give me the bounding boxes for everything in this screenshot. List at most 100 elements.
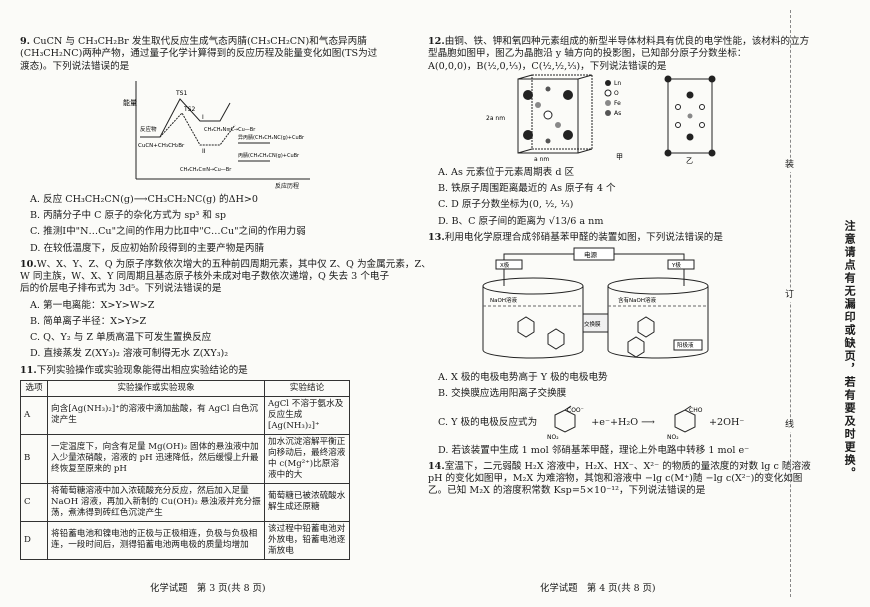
ts1-label: TS1 bbox=[175, 90, 187, 97]
crystal-cell-figure: 2a nm a nm Ln O Fe As 甲 乙 bbox=[486, 74, 716, 165]
question-text: 下列实验操作或实验现象能得出相应实验结论的是 bbox=[36, 364, 248, 376]
ii-label: II bbox=[202, 148, 206, 155]
reaction-energy-diagram: 能量 反应历程 反应物 CuCN+CH₃CH₂Br TS1 TS2 I II 异… bbox=[123, 80, 310, 190]
binding-char: 线 bbox=[785, 420, 795, 432]
option-text: C. Y 极的电极反应式为 bbox=[438, 416, 538, 428]
product-1-label: 丙腈(CH₃CH₂CN(g)+CuBr bbox=[238, 152, 300, 159]
legend-item: Fe bbox=[614, 100, 621, 107]
option-c: C. 推测Ⅰ中"N…Cu"之间的作用力比Ⅱ中"C…Cu"之间的作用力弱 bbox=[30, 226, 306, 238]
benzaldehyde-structure: CHO NO₂ bbox=[667, 405, 703, 441]
question-13: 13.利用电化学原理合成邻硝基苯甲醛的装置如图，下列说法错误的是 bbox=[428, 232, 773, 244]
binding-notice: 注意请点有无漏印或缺页，若有要及时更换。 bbox=[843, 220, 857, 480]
experiment-table: 选项 实验操作或实验现象 实验结论 A 向含[Ag(NH₃)₂]⁺的溶液中滴加盐… bbox=[20, 379, 350, 560]
table-row: C 将葡萄糖溶液中加入浓硫酸充分反应，然后加入足量 NaOH 溶液，再加入新制的… bbox=[20, 482, 350, 522]
carboxylate-group: COO⁻ bbox=[567, 407, 584, 414]
dimension-label: 2a nm bbox=[486, 115, 505, 122]
reactant-label: CuCN+CH₃CH₂Br bbox=[138, 143, 185, 149]
x-electrode-label: X极 bbox=[500, 261, 510, 269]
question-14: 14.室温下，二元弱酸 H₂X 溶液中，H₂X、HX⁻、X²⁻ 的物质的量浓度的… bbox=[428, 460, 811, 498]
table-cell: C bbox=[20, 482, 48, 522]
question-number: 10. bbox=[20, 258, 37, 270]
question-text: 乙。已知 M₂X 的溶度积常数 Ksp=5×10⁻¹²，下列说法错误的是 bbox=[428, 485, 706, 497]
option-c: C. D 原子分数坐标为(0, ½, ⅓) bbox=[438, 199, 574, 211]
table-cell: AgCl 不溶于氨水及反应生成[Ag(NH₃)₂]⁺ bbox=[264, 395, 350, 435]
aldehyde-group: CHO bbox=[689, 407, 703, 414]
binding-margin: 装 订 线 bbox=[785, 0, 870, 607]
binding-char: 装 bbox=[785, 160, 795, 172]
table-cell: A bbox=[20, 395, 48, 435]
table-row: B 一定温度下，向含有足量 Mg(OH)₂ 固体的悬浊液中加入少量浓硝酸，溶液的… bbox=[20, 433, 350, 484]
question-text: 利用电化学原理合成邻硝基苯甲醛的装置如图，下列说法错误的是 bbox=[444, 231, 723, 243]
dimension-label: a nm bbox=[534, 156, 549, 163]
x-axis-label: 反应历程 bbox=[275, 182, 299, 190]
option-a: A. 反应 CH₃CH₂CN(g)⟶CH₃CH₂NC(g) 的ΔH>0 bbox=[30, 193, 259, 205]
nitro-group: NO₂ bbox=[547, 434, 559, 441]
question-10: 10.W、X、Y、Z、Q 为原子序数依次增大的五种前四周期元素，其中仅 Z、Q … bbox=[20, 258, 431, 296]
table-cell: 该过程中铅蓄电池对外放电，铅蓄电池逐渐放电 bbox=[264, 520, 350, 560]
option-a: A. X 极的电极电势高于 Y 极的电极电势 bbox=[438, 372, 608, 384]
question-number: 9. bbox=[20, 36, 31, 47]
question-9: 9. CuCN 与 CH₃CH₂Br 发生取代反应生成气态丙腈(CH₃CH₂CN… bbox=[20, 36, 410, 73]
benzoate-structure: COO⁻ NO₂ bbox=[547, 405, 584, 441]
membrane-label: 交换膜 bbox=[584, 320, 601, 328]
i-label: I bbox=[202, 114, 204, 121]
question-number: 11. bbox=[20, 364, 37, 376]
anolyte-label: 阳极液 bbox=[677, 341, 694, 349]
table-cell: 将葡萄糖溶液中加入浓硫酸充分反应，然后加入足量 NaOH 溶液，再加入新制的 C… bbox=[47, 482, 265, 522]
option-d: D. B、C 原子间的距离为 √13/6 a nm bbox=[438, 215, 604, 227]
option-d: D. 直接蒸发 Z(XY₃)₂ 溶液可制得无水 Z(XY₃)₂ bbox=[30, 348, 229, 360]
table-cell: B bbox=[20, 433, 48, 484]
option-c: C. Q、Y₂ 与 Z 单质高温下可发生置换反应 bbox=[30, 332, 212, 344]
right-page: 12.由铜、铁、钾和氧四种元素组成的新型半导体材料具有优良的电学性能，该材料的立… bbox=[428, 36, 811, 500]
start-label: 反应物 bbox=[140, 125, 157, 133]
table-row: D 将铅蓄电池和镍电池的正极与正极相连，负极与负极相连，一段时间后，测得铅蓄电池… bbox=[20, 520, 350, 560]
intermediate-2-label: CH₃CH₂C≡N→Cu—Br bbox=[180, 167, 232, 173]
question-number: 14. bbox=[428, 460, 445, 472]
question-text: 室温下，二元弱酸 H₂X 溶液中，H₂X、HX⁻、X²⁻ 的物质的量浓度的对数 … bbox=[444, 460, 811, 472]
option-b: B. 丙腈分子中 C 原子的杂化方式为 sp³ 和 sp bbox=[30, 210, 227, 222]
power-label: 电源 bbox=[584, 250, 598, 259]
table-header-row: 选项 实验操作或实验现象 实验结论 bbox=[20, 379, 350, 397]
question-text: 型晶胞如图甲，图乙为晶胞沿 y 轴方向的投影图，已知部分原子分数坐标： bbox=[428, 48, 747, 60]
option-b: B. 交换膜应选用阳离子交换膜 bbox=[438, 388, 567, 400]
product-2-label: 异丙腈(CH₃CH₂NC(g)+CuBr bbox=[238, 134, 305, 141]
column-header: 实验结论 bbox=[264, 379, 350, 397]
right-solution-label: 含有NaOH溶液 bbox=[618, 296, 656, 304]
table-row: A 向含[Ag(NH₃)₂]⁺的溶液中滴加盐酸，有 AgCl 白色沉淀产生 Ag… bbox=[20, 395, 350, 435]
left-solution-label: NaOH溶液 bbox=[490, 296, 517, 304]
column-header: 实验操作或实验现象 bbox=[47, 379, 265, 397]
table-cell: 向含[Ag(NH₃)₂]⁺的溶液中滴加盐酸，有 AgCl 白色沉淀产生 bbox=[47, 395, 265, 435]
figure-caption: 乙 bbox=[686, 157, 693, 165]
question-number: 12. bbox=[428, 36, 445, 47]
question-text: 由铜、铁、钾和氧四种元素组成的新型半导体材料具有优良的电学性能，该材料的立方 bbox=[444, 36, 810, 47]
question-text: (CH₃CH₂NC)两种产物，通过量子化学计算得到的反应历程及能量变化如图(TS… bbox=[20, 48, 378, 60]
table-cell: 加水沉淀溶解平衡正向移动后，最终溶液中 c(Mg²⁺)比原溶液中的大 bbox=[264, 433, 350, 484]
page-footer-left: 化学试题 第 3 页(共 8 页) bbox=[150, 583, 266, 594]
question-text: CuCN 与 CH₃CH₂Br 发生取代反应生成气态丙腈(CH₃CH₂CN)和气… bbox=[33, 36, 367, 47]
option-b: B. 简单离子半径：X>Y>Z bbox=[30, 315, 147, 327]
option-a: A. 第一电离能：X>Y>W>Z bbox=[30, 299, 155, 311]
table-cell: 葡萄糖已被浓硫酸水解生成还原糖 bbox=[264, 482, 350, 522]
question-11: 11.下列实验操作或实验现象能得出相应实验结论的是 bbox=[20, 365, 410, 377]
option-a: A. As 元素位于元素周期表 d 区 bbox=[438, 166, 575, 178]
y-axis-label: 能量 bbox=[123, 98, 137, 107]
equation-end: +2OH⁻ bbox=[708, 416, 745, 428]
y-electrode-label: Y极 bbox=[671, 261, 681, 269]
binding-line bbox=[790, 10, 791, 597]
question-text: pH 的变化如图甲，M₂X 为难溶物，其饱和溶液中 −lg c(M⁺)随 −lg… bbox=[428, 473, 803, 485]
nitro-group: NO₂ bbox=[667, 434, 679, 441]
legend-item: As bbox=[614, 110, 621, 117]
option-d: D. 若该装置中生成 1 mol 邻硝基苯甲醛，理论上外电路中转移 1 mol … bbox=[438, 444, 750, 456]
figure-caption: 甲 bbox=[616, 153, 623, 161]
option-d: D. 在较低温度下，反应初始阶段得到的主要产物是丙腈 bbox=[30, 242, 265, 254]
question-text: W、X、Y、Z、Q 为原子序数依次增大的五种前四周期元素，其中仅 Z、Q 为金属… bbox=[36, 258, 431, 270]
left-page: 9. CuCN 与 CH₃CH₂Br 发生取代反应生成气态丙腈(CH₃CH₂CN… bbox=[20, 36, 431, 560]
electrolysis-apparatus: 电源 X极 Y极 交换膜 NaOH溶液 含有NaOH溶液 阳极液 bbox=[482, 247, 709, 359]
question-text: A(0,0,0)，B(½,0,⅓)，C(½,½,⅓)，下列说法错误的是 bbox=[428, 60, 667, 72]
ts2-label: TS2 bbox=[183, 106, 195, 113]
question-12: 12.由铜、铁、钾和氧四种元素组成的新型半导体材料具有优良的电学性能，该材料的立… bbox=[428, 36, 809, 73]
column-header: 选项 bbox=[20, 379, 48, 397]
table-cell: 将铅蓄电池和镍电池的正极与正极相连，负极与负极相连，一段时间后，测得铅蓄电池两电… bbox=[47, 520, 265, 560]
legend-item: Ln bbox=[614, 80, 621, 87]
question-text: 渡态)。下列说法错误的是 bbox=[20, 60, 130, 72]
